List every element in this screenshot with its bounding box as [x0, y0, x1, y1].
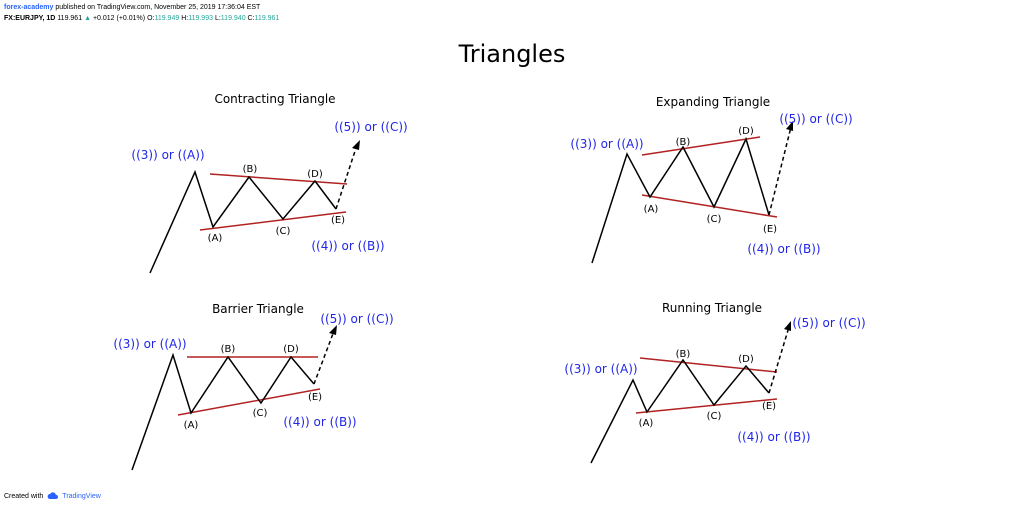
start-degree-label: ((3)) or ((A)) — [570, 137, 643, 151]
panel-title: Expanding Triangle — [656, 95, 770, 109]
wave-a-label: (A) — [644, 204, 659, 215]
arrow-head-icon — [786, 121, 793, 131]
running-triangle-panel: Running Triangle ((3)) or ((A)) ((5)) or… — [512, 292, 1024, 507]
high-label: H: — [181, 15, 189, 22]
contracting-triangle-diagram: Contracting Triangle ((3)) or ((A)) ((5)… — [131, 92, 408, 274]
end-degree-label: ((4)) or ((B)) — [747, 242, 820, 256]
lower-trendline — [641, 194, 778, 218]
wave-e-label: (E) — [762, 401, 776, 412]
start-degree-label: ((3)) or ((A)) — [564, 362, 637, 376]
wave-c-label: (C) — [707, 214, 722, 225]
lower-trendline — [199, 211, 347, 231]
up-arrow-icon: ▲ — [84, 15, 91, 22]
wave-d-label: (D) — [283, 344, 299, 355]
author-link[interactable]: forex-academy — [4, 4, 54, 11]
last-price: 119.961 — [57, 15, 83, 22]
wave-d-label: (D) — [738, 126, 754, 137]
panel-title: Barrier Triangle — [212, 302, 304, 316]
next-degree-label: ((5)) or ((C)) — [792, 316, 865, 330]
wave-path — [591, 136, 770, 264]
running-triangle-diagram: Running Triangle ((3)) or ((A)) ((5)) or… — [564, 301, 866, 464]
wave-b-label: (B) — [676, 137, 691, 148]
start-degree-label: ((3)) or ((A)) — [131, 148, 204, 162]
created-with-label: Created with — [4, 492, 44, 500]
open-label: O: — [147, 15, 155, 22]
footer: Created with TradingView — [4, 492, 101, 500]
wave-a-label: (A) — [208, 233, 223, 244]
low-label: L: — [214, 15, 221, 22]
upper-trendline — [641, 136, 761, 156]
next-degree-label: ((5)) or ((C)) — [334, 120, 407, 134]
start-degree-label: ((3)) or ((A)) — [113, 337, 186, 351]
barrier-triangle-panel: Barrier Triangle ((3)) or ((A)) ((5)) or… — [0, 292, 512, 507]
wave-a-label: (A) — [184, 420, 199, 431]
published-info: published on TradingView.com, November 2… — [55, 4, 261, 11]
wave-c-label: (C) — [707, 411, 722, 422]
wave-path — [149, 169, 337, 274]
page-title: Triangles — [458, 40, 566, 68]
upper-trendline — [639, 357, 778, 373]
barrier-triangle-diagram: Barrier Triangle ((3)) or ((A)) ((5)) or… — [113, 302, 394, 471]
low-value: 119.940 — [220, 15, 246, 22]
chart-header: forex-academy published on TradingView.c… — [4, 2, 279, 24]
wave-c-label: (C) — [276, 226, 291, 237]
wave-d-label: (D) — [307, 169, 323, 180]
wave-path — [590, 358, 770, 464]
tradingview-link[interactable]: TradingView — [62, 492, 101, 500]
wave-e-label: (E) — [331, 215, 345, 226]
close-value: 119.961 — [254, 15, 280, 22]
projected-wave — [768, 326, 790, 394]
close-label: C: — [247, 15, 255, 22]
wave-c-label: (C) — [253, 408, 268, 419]
wave-a-label: (A) — [639, 418, 654, 429]
wave-d-label: (D) — [738, 354, 754, 365]
tradingview-cloud-icon — [47, 492, 59, 499]
panel-title: Contracting Triangle — [214, 92, 335, 106]
next-degree-label: ((5)) or ((C)) — [320, 312, 393, 326]
end-degree-label: ((4)) or ((B)) — [283, 415, 356, 429]
open-value: 119.949 — [154, 15, 180, 22]
wave-b-label: (B) — [243, 164, 258, 175]
projected-wave — [335, 144, 358, 210]
wave-path — [131, 352, 315, 471]
arrow-head-icon — [329, 325, 337, 335]
projected-wave — [768, 126, 792, 216]
expanding-triangle-diagram: Expanding Triangle ((3)) or ((A)) ((5)) … — [570, 95, 853, 264]
wave-b-label: (B) — [221, 344, 236, 355]
upper-trendline — [209, 173, 348, 185]
end-degree-label: ((4)) or ((B)) — [737, 430, 810, 444]
high-value: 119.993 — [188, 15, 213, 22]
wave-e-label: (E) — [308, 392, 322, 403]
end-degree-label: ((4)) or ((B)) — [311, 239, 384, 253]
arrow-head-icon — [352, 140, 360, 150]
lower-trendline — [177, 388, 321, 416]
wave-b-label: (B) — [676, 349, 691, 360]
expanding-triangle-panel: Expanding Triangle ((3)) or ((A)) ((5)) … — [512, 85, 1024, 300]
panel-title: Running Triangle — [662, 301, 762, 315]
price-change: +0.012 (+0.01%) — [92, 15, 146, 22]
contracting-triangle-panel: Contracting Triangle ((3)) or ((A)) ((5)… — [0, 85, 512, 300]
next-degree-label: ((5)) or ((C)) — [779, 112, 852, 126]
lower-trendline — [635, 398, 778, 414]
projected-wave — [313, 330, 335, 385]
arrow-head-icon — [784, 321, 791, 331]
symbol-label: FX:EURJPY, 1D — [4, 15, 56, 22]
wave-e-label: (E) — [763, 224, 777, 235]
